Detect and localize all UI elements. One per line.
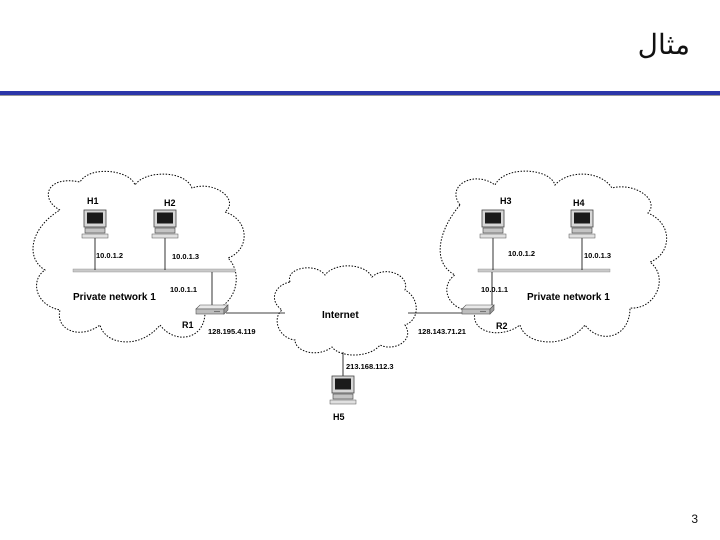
network-label-private-right: Private network 1 bbox=[527, 292, 610, 303]
ip-label-r2-outside: 128.143.71.21 bbox=[418, 327, 466, 336]
router-label-r2: R2 bbox=[496, 321, 508, 331]
router-label-r1: R1 bbox=[182, 320, 194, 330]
ip-label-r2-inside: 10.0.1.1 bbox=[481, 285, 508, 294]
slide-title: مثال bbox=[637, 28, 690, 61]
ip-label-h3: 10.0.1.2 bbox=[508, 249, 535, 258]
computer-icon-h4 bbox=[568, 209, 596, 239]
ip-label-h1: 10.0.1.2 bbox=[96, 251, 123, 260]
ip-label-h4: 10.0.1.3 bbox=[584, 251, 611, 260]
internet-cloud bbox=[273, 265, 417, 356]
title-divider-shadow bbox=[0, 95, 720, 96]
computer-icon-h3 bbox=[479, 209, 507, 239]
host-label-h4: H4 bbox=[573, 198, 585, 208]
network-label-internet: Internet bbox=[322, 310, 359, 321]
private-network-cloud-left bbox=[32, 170, 245, 343]
computer-icon-h2 bbox=[151, 209, 179, 239]
host-label-h2: H2 bbox=[164, 198, 176, 208]
lan-bus-right bbox=[477, 268, 611, 273]
router-icon-r2 bbox=[461, 304, 495, 315]
host-label-h1: H1 bbox=[87, 196, 99, 206]
host-label-h5: H5 bbox=[333, 412, 345, 422]
title-divider bbox=[0, 91, 720, 95]
router-icon-r1 bbox=[195, 304, 229, 315]
private-network-cloud-right bbox=[439, 170, 668, 343]
ip-label-h5: 213.168.112.3 bbox=[346, 362, 394, 371]
network-label-private-left: Private network 1 bbox=[73, 292, 156, 303]
host-label-h3: H3 bbox=[500, 196, 512, 206]
ip-label-h2: 10.0.1.3 bbox=[172, 252, 199, 261]
ip-label-r1-outside: 128.195.4.119 bbox=[208, 327, 256, 336]
computer-icon-h5 bbox=[329, 375, 357, 405]
lan-bus-left bbox=[72, 268, 236, 273]
ip-label-r1-inside: 10.0.1.1 bbox=[170, 285, 197, 294]
computer-icon-h1 bbox=[81, 209, 109, 239]
page-number: 3 bbox=[691, 512, 698, 526]
